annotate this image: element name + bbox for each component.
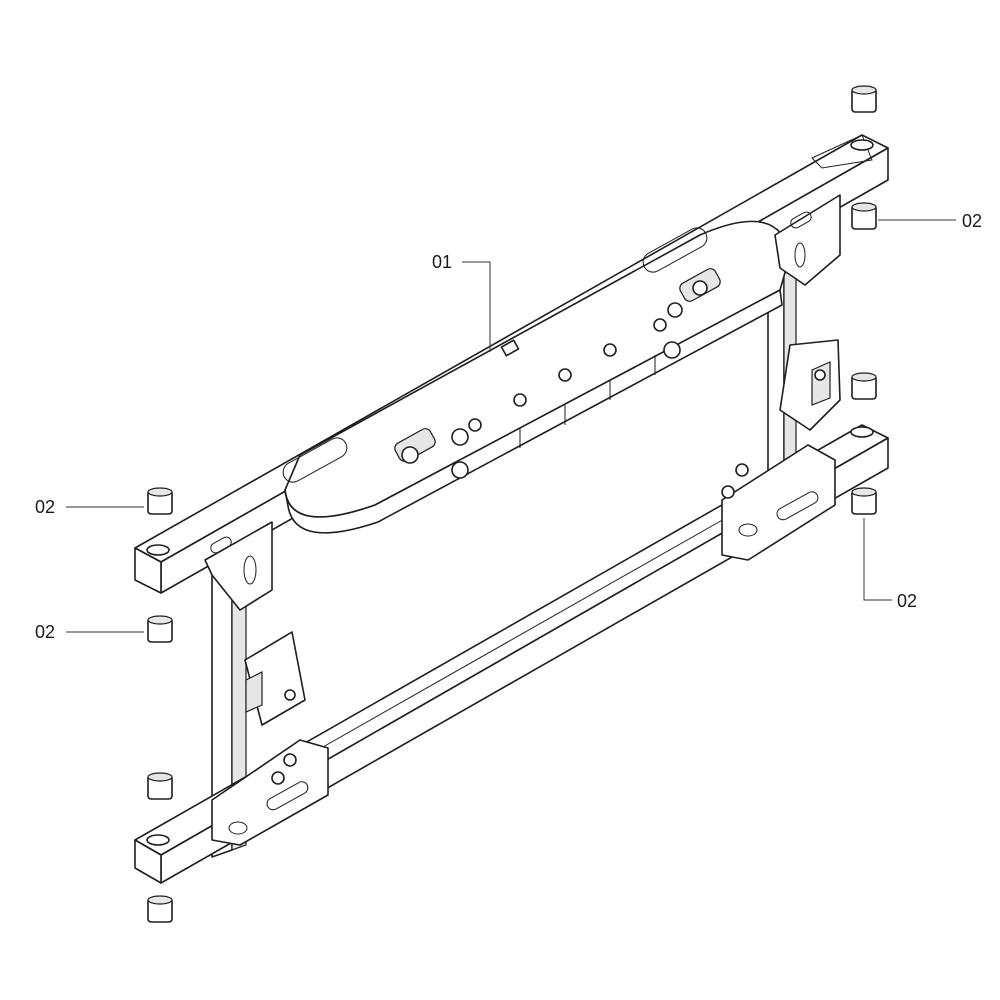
- right-lower-gusset: [721, 444, 836, 561]
- foot-left-lower-below: [147, 895, 173, 923]
- left-lower-gusset: [211, 739, 329, 846]
- right-upper-bracket: [774, 194, 841, 286]
- callout-02-top-right: 02: [962, 211, 982, 231]
- top-right-end-seat: [850, 139, 874, 151]
- left-upper-bracket: [204, 521, 273, 611]
- foot-top-right-below: [851, 202, 877, 230]
- foot-left-upper-above: [147, 487, 173, 515]
- top-left-end-seat: [146, 544, 170, 556]
- top-mounting-plate: [282, 220, 791, 534]
- callout-02-left: 02: [35, 497, 55, 517]
- leader-line-02-right-lower: [863, 518, 892, 601]
- foot-top-right-above: [851, 85, 877, 113]
- foot-right-mid-above: [851, 372, 877, 400]
- bottom-left-end-seat: [146, 834, 170, 846]
- bottom-right-end-seat: [850, 426, 874, 438]
- leader-line-01: [462, 261, 491, 352]
- callout-02-right-lower: 02: [897, 591, 917, 611]
- callout-02-left-lower: 02: [35, 622, 55, 642]
- foot-left-upper-below: [147, 615, 173, 643]
- foot-left-lower-above: [147, 772, 173, 800]
- callout-01: 01: [432, 252, 452, 272]
- foot-right-mid-below: [851, 487, 877, 515]
- left-hinge-bracket: [244, 631, 306, 726]
- right-hinge-bracket: [779, 339, 841, 431]
